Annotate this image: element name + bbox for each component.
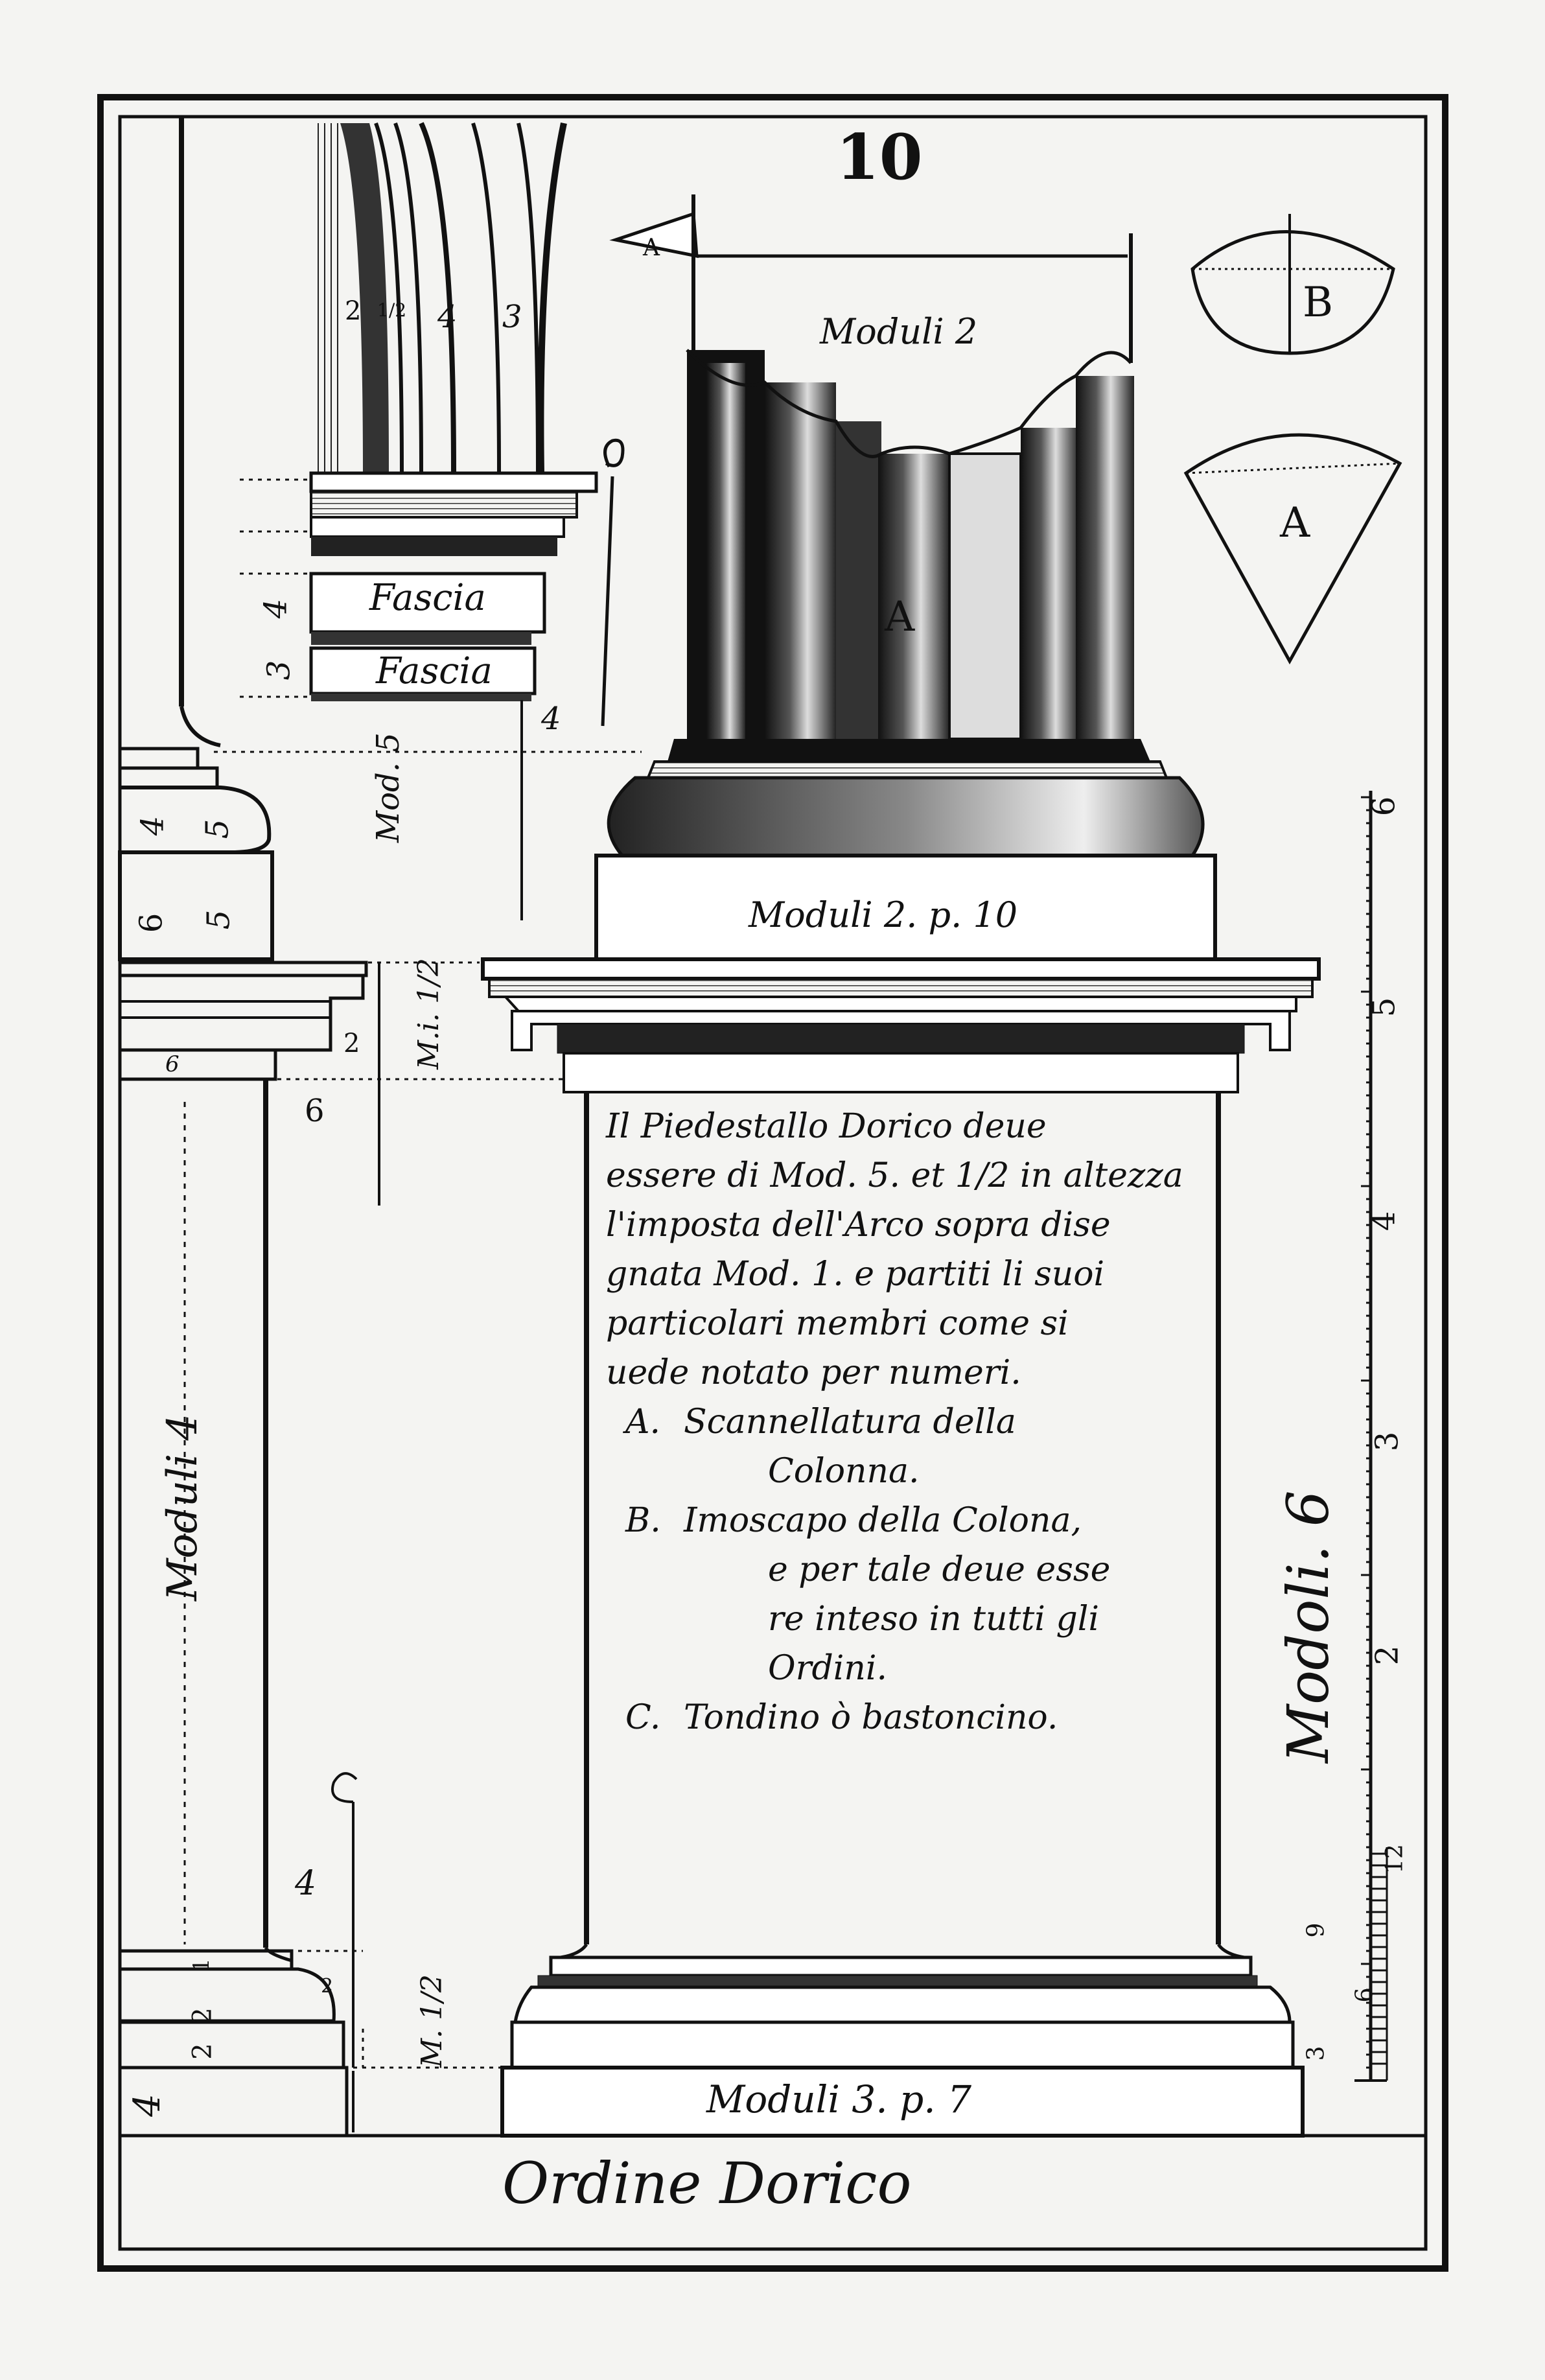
- plate-frame: [97, 94, 1448, 2272]
- fascia-lower-label: Fascia: [376, 650, 493, 692]
- left-num-5b: 5: [200, 909, 237, 930]
- marker-letter-a: A: [643, 235, 660, 261]
- scale-tick-label: 9: [1303, 1922, 1330, 1938]
- detail-letter-a: A: [1280, 499, 1310, 547]
- pedestal-description: Il Piedestallo Dorico deue essere di Mod.…: [606, 1102, 1183, 1742]
- description-line: particolari membri come si: [606, 1304, 1069, 1343]
- detail-drawings: [1183, 214, 1402, 665]
- description-line: essere di Mod. 5. et 1/2 in altezza: [606, 1156, 1183, 1195]
- left-num-5a: 5: [199, 819, 236, 839]
- archivolt-label-3: 3: [502, 299, 522, 335]
- cornice-measure-3: 3: [261, 660, 297, 681]
- description-line: uede notato per numeri.: [606, 1353, 1021, 1392]
- scale-tick-label: 6: [1365, 796, 1402, 817]
- base-num-4: 4: [126, 2094, 168, 2117]
- column-base-width-label: Moduli 2. p. 10: [749, 894, 1018, 935]
- plate-number: 10: [836, 121, 923, 194]
- detail-letter-b: B: [1303, 279, 1334, 327]
- key-text: Imoscapo della Colona,: [684, 1501, 1082, 1540]
- scale-tick-label: 3: [1303, 2046, 1330, 2061]
- dimension-lines: [331, 962, 380, 2132]
- key-line: B. Imoscapo della Colona,: [606, 1496, 1176, 1545]
- description-line: l'imposta dell'Arco sopra dise: [606, 1206, 1111, 1244]
- scale-tick-label: 3: [1369, 1431, 1406, 1452]
- m-half-label: M. 1/2: [415, 1974, 448, 2068]
- key-text: Scannellatura della: [684, 1403, 1016, 1441]
- base-num-2a: 2: [187, 2007, 218, 2024]
- column-width-label: Moduli 2: [820, 311, 978, 352]
- flute-letter-a: A: [885, 593, 915, 641]
- left-six: 6: [305, 1093, 325, 1129]
- fluted-column-drawing: [594, 194, 1217, 961]
- key-line: e per tale deue esse: [768, 1550, 1111, 1589]
- shaft-moduli-label: Moduli 4: [159, 1414, 207, 1601]
- left-num-6: 6: [133, 913, 170, 933]
- scale-tick-label: 12: [1381, 1844, 1408, 1874]
- mi-half-label: M.i. 1/2: [412, 958, 445, 1069]
- key-line: Colonna.: [768, 1452, 920, 1491]
- shaft-top-6: 6: [165, 1051, 180, 1077]
- description-line: gnata Mod. 1. e partiti li suoi: [606, 1255, 1105, 1294]
- base-num-2b: 2: [321, 1975, 334, 1998]
- left-column-profile: [118, 117, 368, 2138]
- key-letter: C.: [625, 1698, 661, 1737]
- scale-tick-label: 5: [1365, 997, 1402, 1018]
- scale-label: Modoli. 6: [1275, 1490, 1342, 1763]
- base-num-1: 1: [188, 1958, 215, 1972]
- pedestal-base-width-label: Moduli 3. p. 7: [706, 2077, 972, 2121]
- key-letter: A.: [625, 1403, 661, 1441]
- archivolt-label-half: 1/2: [377, 299, 407, 321]
- key-line: C. Tondino ò bastoncino.: [606, 1693, 1176, 1742]
- plate-title: Ordine Dorico: [502, 2150, 912, 2217]
- left-four: 4: [295, 1864, 317, 1903]
- mod-5-label: Mod. 5: [370, 732, 406, 843]
- shaft-top-2: 2: [343, 1029, 360, 1058]
- cornice-measure-4: 4: [257, 598, 294, 619]
- main-pedestal-drawing: [481, 957, 1321, 2138]
- left-num-4: 4: [134, 815, 171, 836]
- key-letter: B.: [625, 1501, 661, 1540]
- scale-tick-label: 2: [1369, 1645, 1406, 1666]
- scale-tick-label: 4: [1365, 1211, 1402, 1231]
- key-text: Tondino ò bastoncino.: [684, 1698, 1058, 1737]
- archivolt-label-4: 4: [437, 299, 458, 335]
- archivolt-label-2: 2: [345, 296, 362, 326]
- key-line: A. Scannellatura della: [606, 1397, 1176, 1447]
- description-line: Il Piedestallo Dorico deue: [606, 1107, 1047, 1146]
- scale-ticks: [1361, 796, 1387, 2069]
- cornice-measure-4b: 4: [541, 701, 561, 737]
- key-line: Ordini.: [768, 1649, 888, 1688]
- arch-drawing: [309, 122, 625, 920]
- fascia-upper-label: Fascia: [369, 577, 486, 619]
- key-line: re inteso in tutti gli: [768, 1600, 1100, 1639]
- guide-lines: [214, 478, 642, 2069]
- base-num-2c: 2: [187, 2043, 218, 2060]
- scale-tick-label: 6: [1351, 1987, 1378, 2003]
